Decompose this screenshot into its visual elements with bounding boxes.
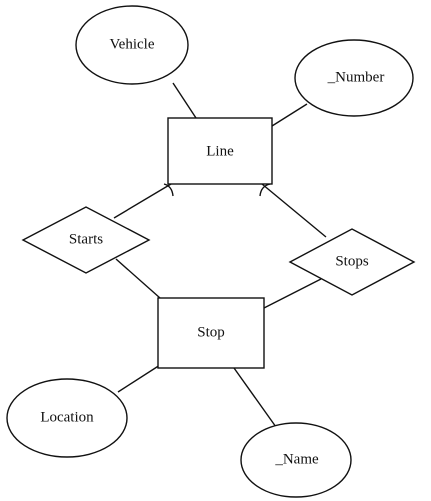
attribute-location-label: Location	[40, 409, 94, 425]
relationship-starts: Starts	[21, 206, 151, 274]
attribute-location: Location	[6, 378, 128, 458]
edge-vehicle-line	[172, 82, 197, 119]
attribute-name: _Name	[240, 422, 352, 498]
entity-stop: Stop	[157, 297, 265, 369]
attribute-vehicle: Vehicle	[75, 5, 189, 85]
arrowhead-starts	[163, 183, 174, 197]
attribute-number-ellipse	[294, 39, 414, 117]
relationship-stops: Stops	[288, 228, 416, 296]
connectors	[113, 82, 327, 428]
attribute-number-label: _Number	[327, 69, 385, 85]
entity-stop-box	[157, 297, 265, 369]
edge-starts-line	[113, 183, 172, 219]
attribute-name-ellipse	[240, 422, 352, 498]
relationship-starts-label: Starts	[69, 231, 103, 247]
attribute-name-label: _Name	[274, 451, 319, 467]
attribute-location-ellipse	[6, 378, 128, 458]
edge-starts-stop	[115, 258, 161, 299]
attribute-vehicle-ellipse	[75, 5, 189, 85]
edge-stops-stop	[263, 278, 322, 309]
entity-stop-label: Stop	[197, 324, 225, 340]
edge-number-line	[271, 103, 308, 127]
entity-line: Line	[167, 117, 273, 185]
edge-stops-line	[261, 183, 327, 238]
relationship-stops-label: Stops	[335, 253, 369, 269]
relationship-stops-diamond	[288, 228, 416, 296]
edge-location-stop	[117, 364, 161, 393]
entity-line-box	[167, 117, 273, 185]
attribute-number: _Number	[294, 39, 414, 117]
entity-line-label: Line	[206, 143, 234, 159]
edge-name-stop	[233, 367, 277, 428]
relationship-starts-diamond	[21, 206, 151, 274]
attribute-vehicle-label: Vehicle	[110, 36, 155, 52]
arrowheads	[163, 183, 271, 197]
